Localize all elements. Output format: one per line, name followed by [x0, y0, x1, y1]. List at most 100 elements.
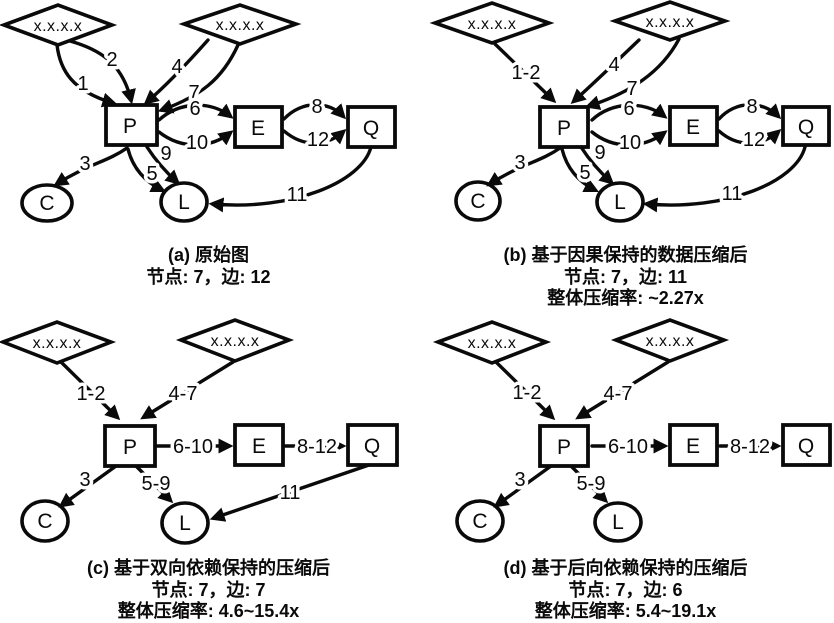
d-node-q	[781, 423, 832, 467]
a-source-diamond-right	[178, 3, 302, 46]
a-node-e	[233, 105, 284, 149]
panel-a: 1 2 4 7 6 10 8 12 3 5 9 11 x.x.x.x x.x.x…	[0, 0, 417, 311]
c-node-p-label: P	[123, 436, 137, 459]
c-edge-1-2-label: 1-2	[77, 383, 106, 405]
a-edge-11	[208, 145, 373, 213]
b-edge-7-label: 7	[626, 78, 637, 100]
a-edge-7-label: 7	[188, 82, 199, 104]
b-diamond-right-label: x.x.x.x	[646, 14, 695, 31]
a-edge-9-label: 9	[160, 143, 171, 165]
a-edge-8-label: 8	[311, 96, 322, 118]
b-edge-8	[717, 103, 782, 121]
d-diamond-right-label: x.x.x.x	[646, 333, 695, 350]
b-node-q-label: Q	[798, 116, 814, 139]
b-edge-1-2-label: 1-2	[512, 62, 541, 84]
d-node-c-label: C	[472, 510, 487, 533]
b-node-p	[538, 105, 590, 149]
b-edge-8-label: 8	[746, 96, 757, 118]
panel-d: 1-2 4-7 6-10 8-12 3 5-9 x.x.x.x x.x.x.x …	[417, 311, 834, 623]
b-edge-3-label: 3	[514, 152, 525, 174]
panel-b-caption: (b) 基于因果保持的数据压缩后	[503, 245, 748, 265]
c-node-q	[346, 423, 399, 467]
a-edge-1	[55, 43, 118, 108]
panel-b-ratio: 整体压缩率: ~2.27x	[547, 288, 704, 308]
c-edge-11-label: 11	[280, 482, 301, 504]
b-node-l-label: L	[614, 191, 626, 214]
a-edge-11-label: 11	[287, 184, 308, 206]
b-edge-9	[579, 145, 615, 186]
d-edge-8-12-label: 8-12	[730, 436, 770, 458]
d-node-l-label: L	[612, 511, 624, 534]
b-edge-4-label: 4	[608, 54, 619, 76]
a-node-l	[159, 181, 209, 223]
a-source-diamond-left	[0, 3, 118, 47]
a-edge-8	[282, 103, 347, 121]
c-node-c	[20, 499, 70, 543]
panel-c-caption: (c) 基于双向依赖保持的压缩后	[87, 558, 330, 578]
c-node-l-label: L	[179, 512, 191, 535]
b-edge-3	[486, 146, 562, 187]
a-edge-10-label: 10	[186, 132, 208, 154]
b-edge-11	[642, 145, 807, 213]
a-edge-3	[53, 146, 129, 187]
b-edge-5-label: 5	[579, 162, 590, 184]
d-edge-3	[493, 464, 553, 508]
c-diamond-left-label: x.x.x.x	[33, 335, 82, 352]
d-source-diamond-left	[432, 320, 552, 365]
a-edge-2-label: 2	[106, 49, 117, 71]
b-node-c	[454, 180, 502, 222]
panel-d-caption-block: (d) 基于后向依赖保持的压缩后 节点: 7，边: 6 整体压缩率: 5.4~1…	[417, 558, 834, 623]
d-node-e-label: E	[686, 435, 700, 458]
a-edge-2	[68, 39, 136, 105]
b-source-diamond-left	[429, 1, 555, 45]
a-node-q-label: Q	[363, 117, 379, 140]
panel-d-ratio: 整体压缩率: 5.4~19.1x	[534, 601, 717, 621]
c-node-l	[160, 501, 210, 545]
c-source-diamond-right	[175, 318, 295, 363]
b-edge-10	[590, 130, 668, 147]
panel-a-caption-block: (a) 原始图 节点: 7，边: 12	[0, 245, 417, 288]
b-edge-7	[584, 37, 681, 110]
c-edge-3	[58, 464, 118, 508]
d-node-q-label: Q	[798, 435, 814, 458]
c-edge-5-9-label: 5-9	[142, 473, 171, 495]
c-edge-11	[209, 463, 371, 522]
b-node-e-label: E	[686, 116, 700, 139]
b-edge-11-label: 11	[722, 183, 743, 205]
a-edge-12-label: 12	[307, 129, 329, 151]
a-node-p-label: P	[123, 115, 137, 138]
c-node-c-label: C	[37, 510, 52, 533]
d-edge-4-7	[575, 360, 670, 420]
panel-b-caption-block: (b) 基于因果保持的数据压缩后 节点: 7，边: 11 整体压缩率: ~2.2…	[417, 245, 834, 310]
panel-c-ratio: 整体压缩率: 4.6~15.4x	[117, 601, 300, 621]
b-edge-12-label: 12	[743, 129, 765, 151]
b-node-q	[781, 105, 831, 147]
d-edge-1-2	[494, 360, 556, 421]
a-diamond-left-label: x.x.x.x	[34, 18, 83, 35]
b-diamond-left-label: x.x.x.x	[468, 16, 517, 33]
panel-d-graph: 1-2 4-7 6-10 8-12 3 5-9 x.x.x.x x.x.x.x …	[432, 318, 832, 543]
b-node-p-label: P	[557, 117, 571, 140]
a-edge-9	[145, 145, 181, 186]
a-node-p	[104, 103, 159, 147]
a-node-e-label: E	[251, 117, 265, 140]
b-node-c-label: C	[470, 190, 485, 213]
panel-c: 1-2 4-7 6-10 8-12 3 5-9 11 x.x.x.x x.x.x…	[0, 311, 417, 623]
d-edge-1-2-label: 1-2	[513, 382, 542, 404]
d-node-l	[593, 501, 643, 543]
d-diamond-left-label: x.x.x.x	[468, 335, 517, 352]
d-node-p-label: P	[557, 436, 571, 459]
b-edge-4	[570, 38, 641, 104]
a-edge-1-label: 1	[77, 73, 88, 95]
panel-a-caption: (a) 原始图	[168, 245, 249, 265]
d-source-diamond-right	[610, 318, 730, 363]
b-edge-10-label: 10	[619, 132, 641, 154]
c-node-q-label: Q	[364, 435, 380, 458]
b-edge-9-label: 9	[594, 142, 605, 164]
c-edge-4-7	[140, 360, 235, 420]
d-edge-4-7-label: 4-7	[604, 383, 633, 405]
d-node-c	[455, 499, 505, 543]
c-node-p	[103, 424, 157, 468]
panel-b: 1-2 4 7 6 10 8 12 3 5 9 11 x.x.x.x x.x.x…	[417, 0, 834, 311]
